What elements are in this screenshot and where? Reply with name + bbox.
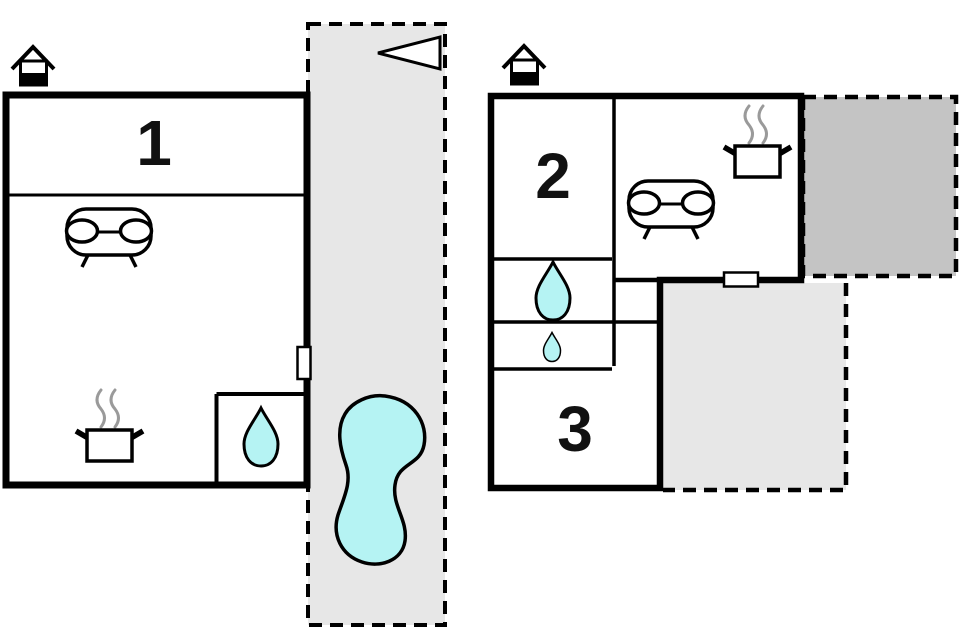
room-label-2: 2 xyxy=(535,140,571,212)
terrace-area xyxy=(663,283,846,490)
door-icon xyxy=(296,345,312,381)
room-label-1: 1 xyxy=(136,107,172,179)
room-label-3: 3 xyxy=(557,393,593,465)
entrance-icon xyxy=(501,44,547,86)
north-arrow-icon xyxy=(377,35,442,71)
door-icon xyxy=(722,271,760,288)
building-2-outline xyxy=(487,92,805,492)
pond-icon xyxy=(334,393,427,566)
balcony-area xyxy=(800,94,959,279)
building-2 xyxy=(487,92,805,492)
entrance-icon xyxy=(10,45,56,87)
terrace-dashed-border xyxy=(663,283,849,493)
